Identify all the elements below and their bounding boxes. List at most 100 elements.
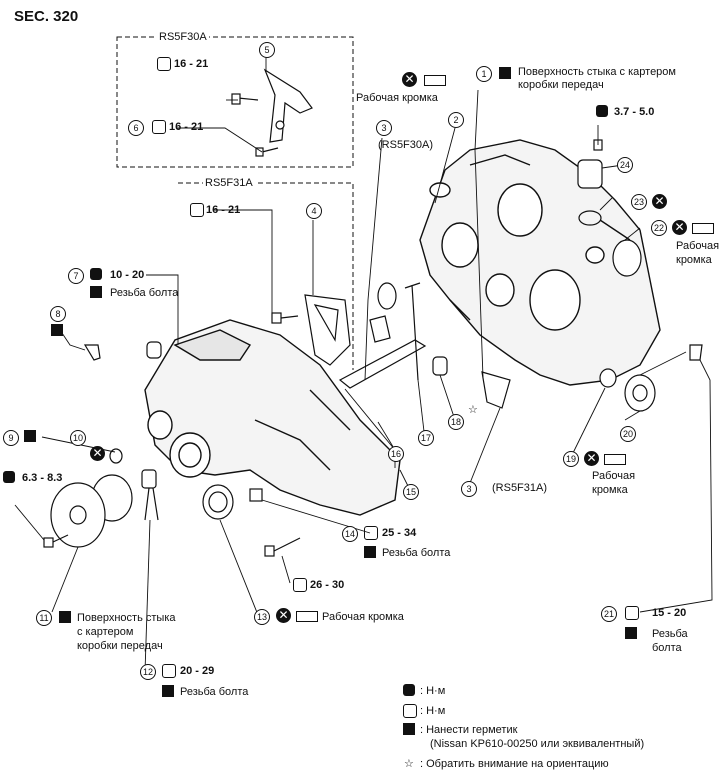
torque-icon — [90, 268, 102, 280]
replace-icon: ✕ — [276, 608, 291, 623]
callout-3: 3 — [376, 120, 392, 136]
note-13: Рабочая кромка — [322, 611, 404, 623]
grease-icon — [424, 75, 446, 86]
torque-7: 10 - 20 — [110, 269, 145, 281]
callout-6: 6 — [128, 120, 144, 136]
callout-2: 2 — [448, 112, 464, 128]
callout-14: 14 — [342, 526, 358, 542]
callout-9: 9 — [3, 430, 19, 446]
variant-rs5f31a-label: RS5F31A — [203, 177, 255, 190]
orientation-star: ☆ — [468, 404, 478, 416]
section-label: SEC. 320 — [14, 8, 79, 25]
callout-5: 5 — [259, 42, 275, 58]
sealant-icon — [162, 685, 174, 697]
part-7-plug — [146, 341, 162, 359]
note-21a: Резьба — [652, 628, 688, 640]
variant-rs5f30a-label: RS5F30A — [157, 31, 209, 44]
note-working-edge-top: Рабочая кромка — [356, 92, 438, 104]
callout-24: 24 — [617, 157, 633, 173]
callout-7: 7 — [68, 268, 84, 284]
part-23-oring — [578, 210, 602, 226]
torque-26: 26 - 30 — [310, 579, 345, 591]
callout-15: 15 — [403, 484, 419, 500]
part-19 — [599, 368, 617, 388]
replace-icon: ✕ — [90, 446, 105, 461]
callout-13: 13 — [254, 609, 270, 625]
part-24-sensor — [577, 159, 603, 189]
callout-8: 8 — [50, 306, 66, 322]
torque-icon — [152, 120, 166, 134]
callout-4: 4 — [306, 203, 322, 219]
legend-torque-filled-icon — [403, 684, 415, 696]
torque-icon — [596, 105, 608, 117]
grease-icon — [604, 454, 626, 465]
torque-4: 16 - 21 — [206, 204, 241, 216]
part-3-fork — [338, 339, 427, 389]
replace-icon: ✕ — [672, 220, 687, 235]
torque-14: 25 - 34 — [382, 527, 417, 539]
note-7: Резьба болта — [110, 287, 179, 299]
sealant-icon — [499, 67, 511, 79]
note-11a: Поверхность стыка — [77, 612, 176, 624]
torque-12: 20 - 29 — [180, 665, 215, 677]
sealant-icon — [24, 430, 36, 442]
note-1b: коробки передач — [518, 79, 604, 91]
torque-icon — [3, 471, 15, 483]
note-3-rs5f31a: (RS5F31A) — [492, 482, 548, 494]
part-4-bracket — [304, 294, 351, 366]
legend-orient: : Обратить внимание на ориентацию — [420, 758, 609, 770]
rs5f30a-box — [116, 36, 354, 168]
legend-nm-1: : Н·м — [420, 685, 446, 697]
note-11c: коробки передач — [77, 640, 163, 652]
note-21b: болта — [652, 642, 682, 654]
legend-sealant-icon — [403, 723, 415, 735]
replace-icon: ✕ — [652, 194, 667, 209]
clutch-housing-left — [144, 319, 401, 516]
torque-icon — [190, 203, 204, 217]
torque-9: 6.3 - 8.3 — [22, 472, 63, 484]
torque-24: 3.7 - 5.0 — [614, 106, 655, 118]
legend-sealant-b: (Nissan KP610-00250 или эквивалентный) — [430, 738, 645, 750]
torque-icon — [162, 664, 176, 678]
legend-torque-outline-icon — [403, 704, 417, 718]
part-14-plug — [249, 488, 263, 502]
part-21-switch — [689, 344, 703, 361]
note-11b: с картером — [77, 626, 134, 638]
grease-icon — [692, 223, 714, 234]
legend-star-icon: ☆ — [404, 758, 414, 770]
part-18-magnet — [432, 356, 448, 376]
callout-12: 12 — [140, 664, 156, 680]
callout-21: 21 — [601, 606, 617, 622]
callout-16: 16 — [388, 446, 404, 462]
torque-icon — [157, 57, 171, 71]
callout-17: 17 — [418, 430, 434, 446]
legend-nm-2: : Н·м — [420, 705, 446, 717]
sealant-icon — [364, 546, 376, 558]
callout-18: 18 — [448, 414, 464, 430]
part-5-lever — [263, 68, 313, 143]
callout-11: 11 — [36, 610, 52, 626]
sealant-icon — [51, 324, 63, 336]
note-3-rs5f30a: (RS5F30A) — [378, 139, 434, 151]
callout-20: 20 — [620, 426, 636, 442]
part-9-washer — [109, 448, 123, 464]
replace-icon: ✕ — [584, 451, 599, 466]
part-12-switch — [141, 469, 157, 489]
torque-icon — [293, 578, 307, 592]
grease-icon — [296, 611, 318, 622]
note-1a: Поверхность стыка с картером — [518, 66, 676, 78]
note-22b: кромка — [676, 254, 712, 266]
note-14: Резьба болта — [382, 547, 451, 559]
torque-6: 16 - 21 — [169, 121, 204, 133]
torque-21: 15 - 20 — [652, 607, 687, 619]
callout-23: 23 — [631, 194, 647, 210]
callout-10: 10 — [70, 430, 86, 446]
note-22a: Рабочая — [676, 240, 720, 252]
legend-sealant-a: : Нанести герметик — [420, 724, 518, 736]
part-8-breather — [83, 344, 101, 361]
torque-icon — [625, 606, 639, 620]
callout-19: 19 — [563, 451, 579, 467]
part-22-seal — [612, 239, 642, 277]
sealant-icon — [59, 611, 71, 623]
